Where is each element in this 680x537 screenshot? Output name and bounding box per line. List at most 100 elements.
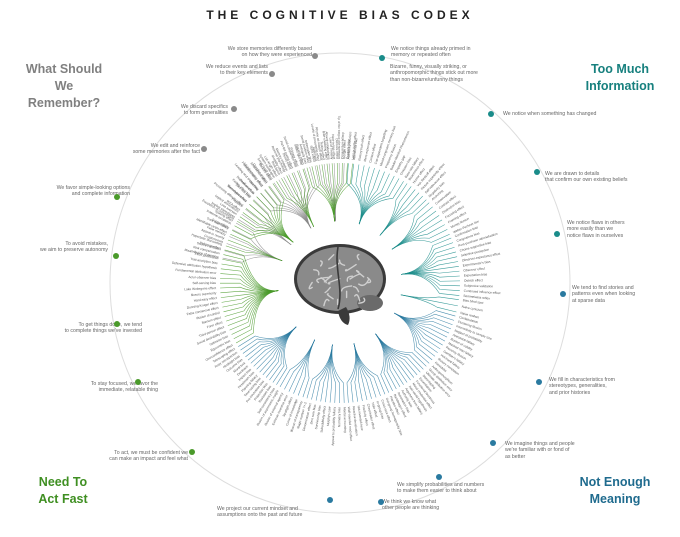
bias-branch (233, 290, 279, 340)
bias-branch (220, 278, 279, 292)
category-label-line: to form generalities (183, 110, 228, 117)
category-label-line: at sparse data (572, 297, 605, 304)
quadrant-title-line: Information (585, 79, 655, 93)
category-label-line: we aim to preserve autonomy (39, 247, 108, 254)
category-label-line: and complete information (71, 191, 130, 198)
bias-label: Illusory superiority (191, 291, 217, 297)
bias-label: Spotlight effect (282, 396, 294, 417)
bias-label: Mental accounting (342, 407, 347, 433)
bias-branch (306, 165, 320, 229)
category-label-line: We simplify probabilities and numbers (397, 482, 485, 488)
quadrant-title-line: Meaning (589, 492, 641, 506)
bias-branch (391, 233, 450, 250)
category-label-line: We notice flaws in others (567, 220, 625, 226)
bias-branch (256, 196, 294, 243)
bias-label: Appeal to probability fallacy (331, 406, 337, 445)
category-label-line: memory or repeated often (391, 52, 451, 59)
outer-ring (109, 52, 571, 514)
bias-label: Zero sum bias (309, 404, 317, 425)
bias-label: Self-serving bias (192, 281, 216, 285)
bias-branch (346, 163, 362, 225)
bias-label: Cheerleader effect (366, 403, 376, 430)
bias-label: Selective perception (461, 247, 490, 257)
bias-label: False memory (206, 225, 227, 237)
bias-label: Google effect (342, 140, 347, 159)
dot-icon (269, 71, 275, 77)
bias-label: Ostrich effect (464, 278, 483, 282)
category-label-line: We fill in characteristics from (549, 377, 615, 383)
bias-label: Delmore effect (335, 138, 339, 159)
bias-branch (334, 163, 353, 222)
dot-icon (135, 379, 141, 385)
bias-branch (302, 339, 316, 398)
bias-label: Cross-race effect (380, 399, 392, 423)
bias-label: Illusory truth effect (357, 134, 365, 160)
bias-label: False consensus effect (186, 306, 219, 316)
category-label-line: We store memories differently based (227, 46, 312, 52)
bias-label: Mere exposure effect (363, 132, 373, 162)
dot-icon (379, 55, 385, 61)
category-label-line: We imagine things and people (505, 441, 575, 447)
dot-icon (534, 169, 540, 175)
brain-icon (294, 244, 386, 325)
category-label: To avoid mistakes,we aim to preserve aut… (20, 241, 108, 254)
bias-label: Next-in-line effect (331, 134, 336, 159)
bias-label: Actor-observer bias (188, 275, 216, 280)
bias-branch (224, 290, 279, 317)
bias-label: Peltzman effect (199, 241, 221, 251)
bias-label: Information bias (304, 140, 313, 163)
category-label-line: to make them easier to think about (397, 488, 477, 495)
category-label-line: We edit and reinforce (150, 143, 200, 149)
bias-label: Status quo bias (293, 143, 304, 166)
bias-label: Subjective validation (464, 284, 493, 289)
dot-icon (231, 106, 237, 112)
bias-label: Positivity effect (361, 404, 369, 426)
bias-branch (401, 273, 460, 287)
category-label-line: We notice things already primed in (391, 46, 471, 52)
bias-branch (306, 344, 333, 399)
category-label-line: and prior histories (549, 389, 591, 396)
category-label-line: patterns even when looking (572, 291, 636, 298)
category-label-line: than non-bizarre/unfunny things (390, 76, 463, 83)
category-label-line: We project our current mindset and (217, 506, 298, 512)
category-label-line: To avoid mistakes, (65, 241, 108, 247)
category-label-line: we're familiar with or fond of (505, 447, 570, 454)
bias-label: Serial position effect (300, 135, 311, 164)
bias-branch (394, 312, 430, 364)
bias-branch (224, 249, 279, 291)
bias-label: Observer effect (463, 266, 485, 272)
bias-branch (302, 168, 315, 227)
quadrant-title-line: Need To (38, 475, 88, 489)
bias-branch (394, 312, 441, 350)
quadrant-title-line: What Should We (25, 62, 103, 93)
bias-branch (355, 164, 363, 225)
bias-label: Levels of processing effect (310, 123, 321, 161)
bias-label: Context effect (368, 143, 377, 163)
category-label-line: We favor simple-looking options (56, 185, 130, 191)
bias-label: Trait ascription bias (190, 257, 218, 265)
bias-branch (284, 339, 316, 390)
bias-label: Suffix effect (309, 145, 316, 162)
bias-branch (379, 183, 408, 236)
dot-icon (113, 253, 119, 259)
bias-branch (353, 343, 386, 395)
bias-label: Observer-expectancy effect (462, 252, 501, 263)
dot-icon (488, 111, 494, 117)
category-label-line: notice flaws in ourselves (567, 232, 624, 239)
bias-label: Unit bias (248, 179, 259, 191)
bias-label: Naive realism (460, 311, 480, 320)
page-title: THE COGNITIVE BIAS CODEX (206, 8, 474, 22)
quadrant-title-line: Too Much (590, 62, 650, 76)
